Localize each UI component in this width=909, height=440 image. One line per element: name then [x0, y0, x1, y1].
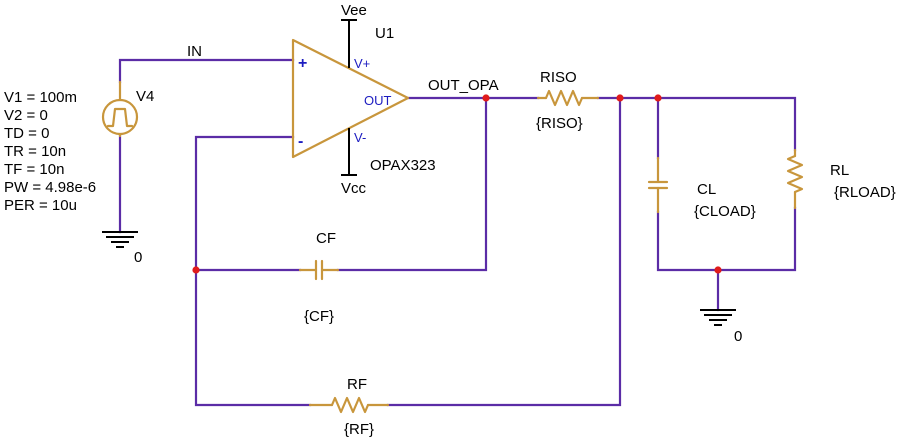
- opamp-vminus-label: V-: [354, 130, 366, 145]
- resistor-riso[interactable]: RISO {RISO}: [536, 69, 600, 132]
- capacitor-cf[interactable]: CF {CF}: [298, 230, 340, 325]
- cf-value-label: {CF}: [304, 308, 334, 325]
- wire-rf-right: [386, 96, 622, 407]
- junction-out-opa: [482, 94, 490, 102]
- source-param-td: TD = 0: [4, 125, 49, 142]
- source-param-per: PER = 10u: [4, 197, 77, 214]
- ground-label-source: 0: [134, 249, 142, 266]
- capacitor-cl[interactable]: CL {CLOAD}: [647, 156, 756, 220]
- wire-load-top: [596, 96, 797, 152]
- ground-label-load: 0: [734, 328, 742, 345]
- pulse-waveform-icon: [106, 107, 134, 128]
- source-circle: [101, 98, 139, 136]
- opamp-ref-label: U1: [375, 25, 394, 42]
- net-label-out-opa: OUT_OPA: [428, 77, 499, 94]
- rl-zigzag: [786, 154, 804, 194]
- riso-ref-label: RISO: [540, 69, 577, 86]
- wires: [118, 58, 797, 407]
- junction-nodes: [192, 94, 722, 274]
- opamp-vcc-label: Vcc: [341, 180, 367, 197]
- source-param-v2: V2 = 0: [4, 107, 48, 124]
- resistor-rf[interactable]: RF {RF}: [308, 376, 390, 438]
- wire-in: [118, 58, 295, 84]
- opamp-vplus-label: V+: [354, 56, 370, 71]
- rf-zigzag: [330, 396, 370, 414]
- source-param-tr: TR = 10n: [4, 143, 66, 160]
- riso-value-label: {RISO}: [536, 115, 583, 132]
- source-param-tf: TF = 10n: [4, 161, 64, 178]
- ground-symbol-load: 0: [700, 309, 742, 345]
- rl-value-label: {RLOAD}: [834, 184, 896, 201]
- source-params: V1 = 100m V2 = 0 TD = 0 TR = 10n TF = 10…: [4, 89, 96, 214]
- opamp-out-label: OUT: [364, 93, 392, 108]
- rl-ref-label: RL: [830, 162, 849, 179]
- source-param-pw: PW = 4.98e-6: [4, 179, 96, 196]
- rf-ref-label: RF: [347, 376, 367, 393]
- cl-value-label: {CLOAD}: [694, 203, 756, 220]
- junction-cl-top: [654, 94, 662, 102]
- junction-feedback: [192, 266, 200, 274]
- opamp-plus-label: +: [298, 55, 307, 72]
- opamp-minus-label: -: [298, 133, 303, 150]
- opamp-vee-label: Vee: [341, 2, 367, 19]
- net-label-in: IN: [187, 43, 202, 60]
- source-ref-label: V4: [136, 88, 154, 105]
- ground-symbol-source: 0: [102, 231, 142, 266]
- wire-cf-right: [336, 96, 488, 272]
- junction-rf-load: [616, 94, 624, 102]
- opamp-part-label: OPAX323: [370, 157, 436, 174]
- source-param-v1: V1 = 100m: [4, 89, 77, 106]
- pulse-source-v4[interactable]: V4: [101, 80, 154, 138]
- resistor-rl[interactable]: RL {RLOAD}: [786, 148, 896, 210]
- junction-load-ground: [714, 266, 722, 274]
- opamp-triangle: [291, 38, 410, 159]
- riso-zigzag: [544, 89, 584, 107]
- opamp-u1[interactable]: + - OUT V+ V- Vee Vcc U1 OPAX323: [291, 2, 436, 197]
- cf-ref-label: CF: [316, 230, 336, 247]
- rf-value-label: {RF}: [344, 421, 374, 438]
- wire-cl-bottom: [656, 206, 797, 272]
- cl-ref-label: CL: [697, 181, 716, 198]
